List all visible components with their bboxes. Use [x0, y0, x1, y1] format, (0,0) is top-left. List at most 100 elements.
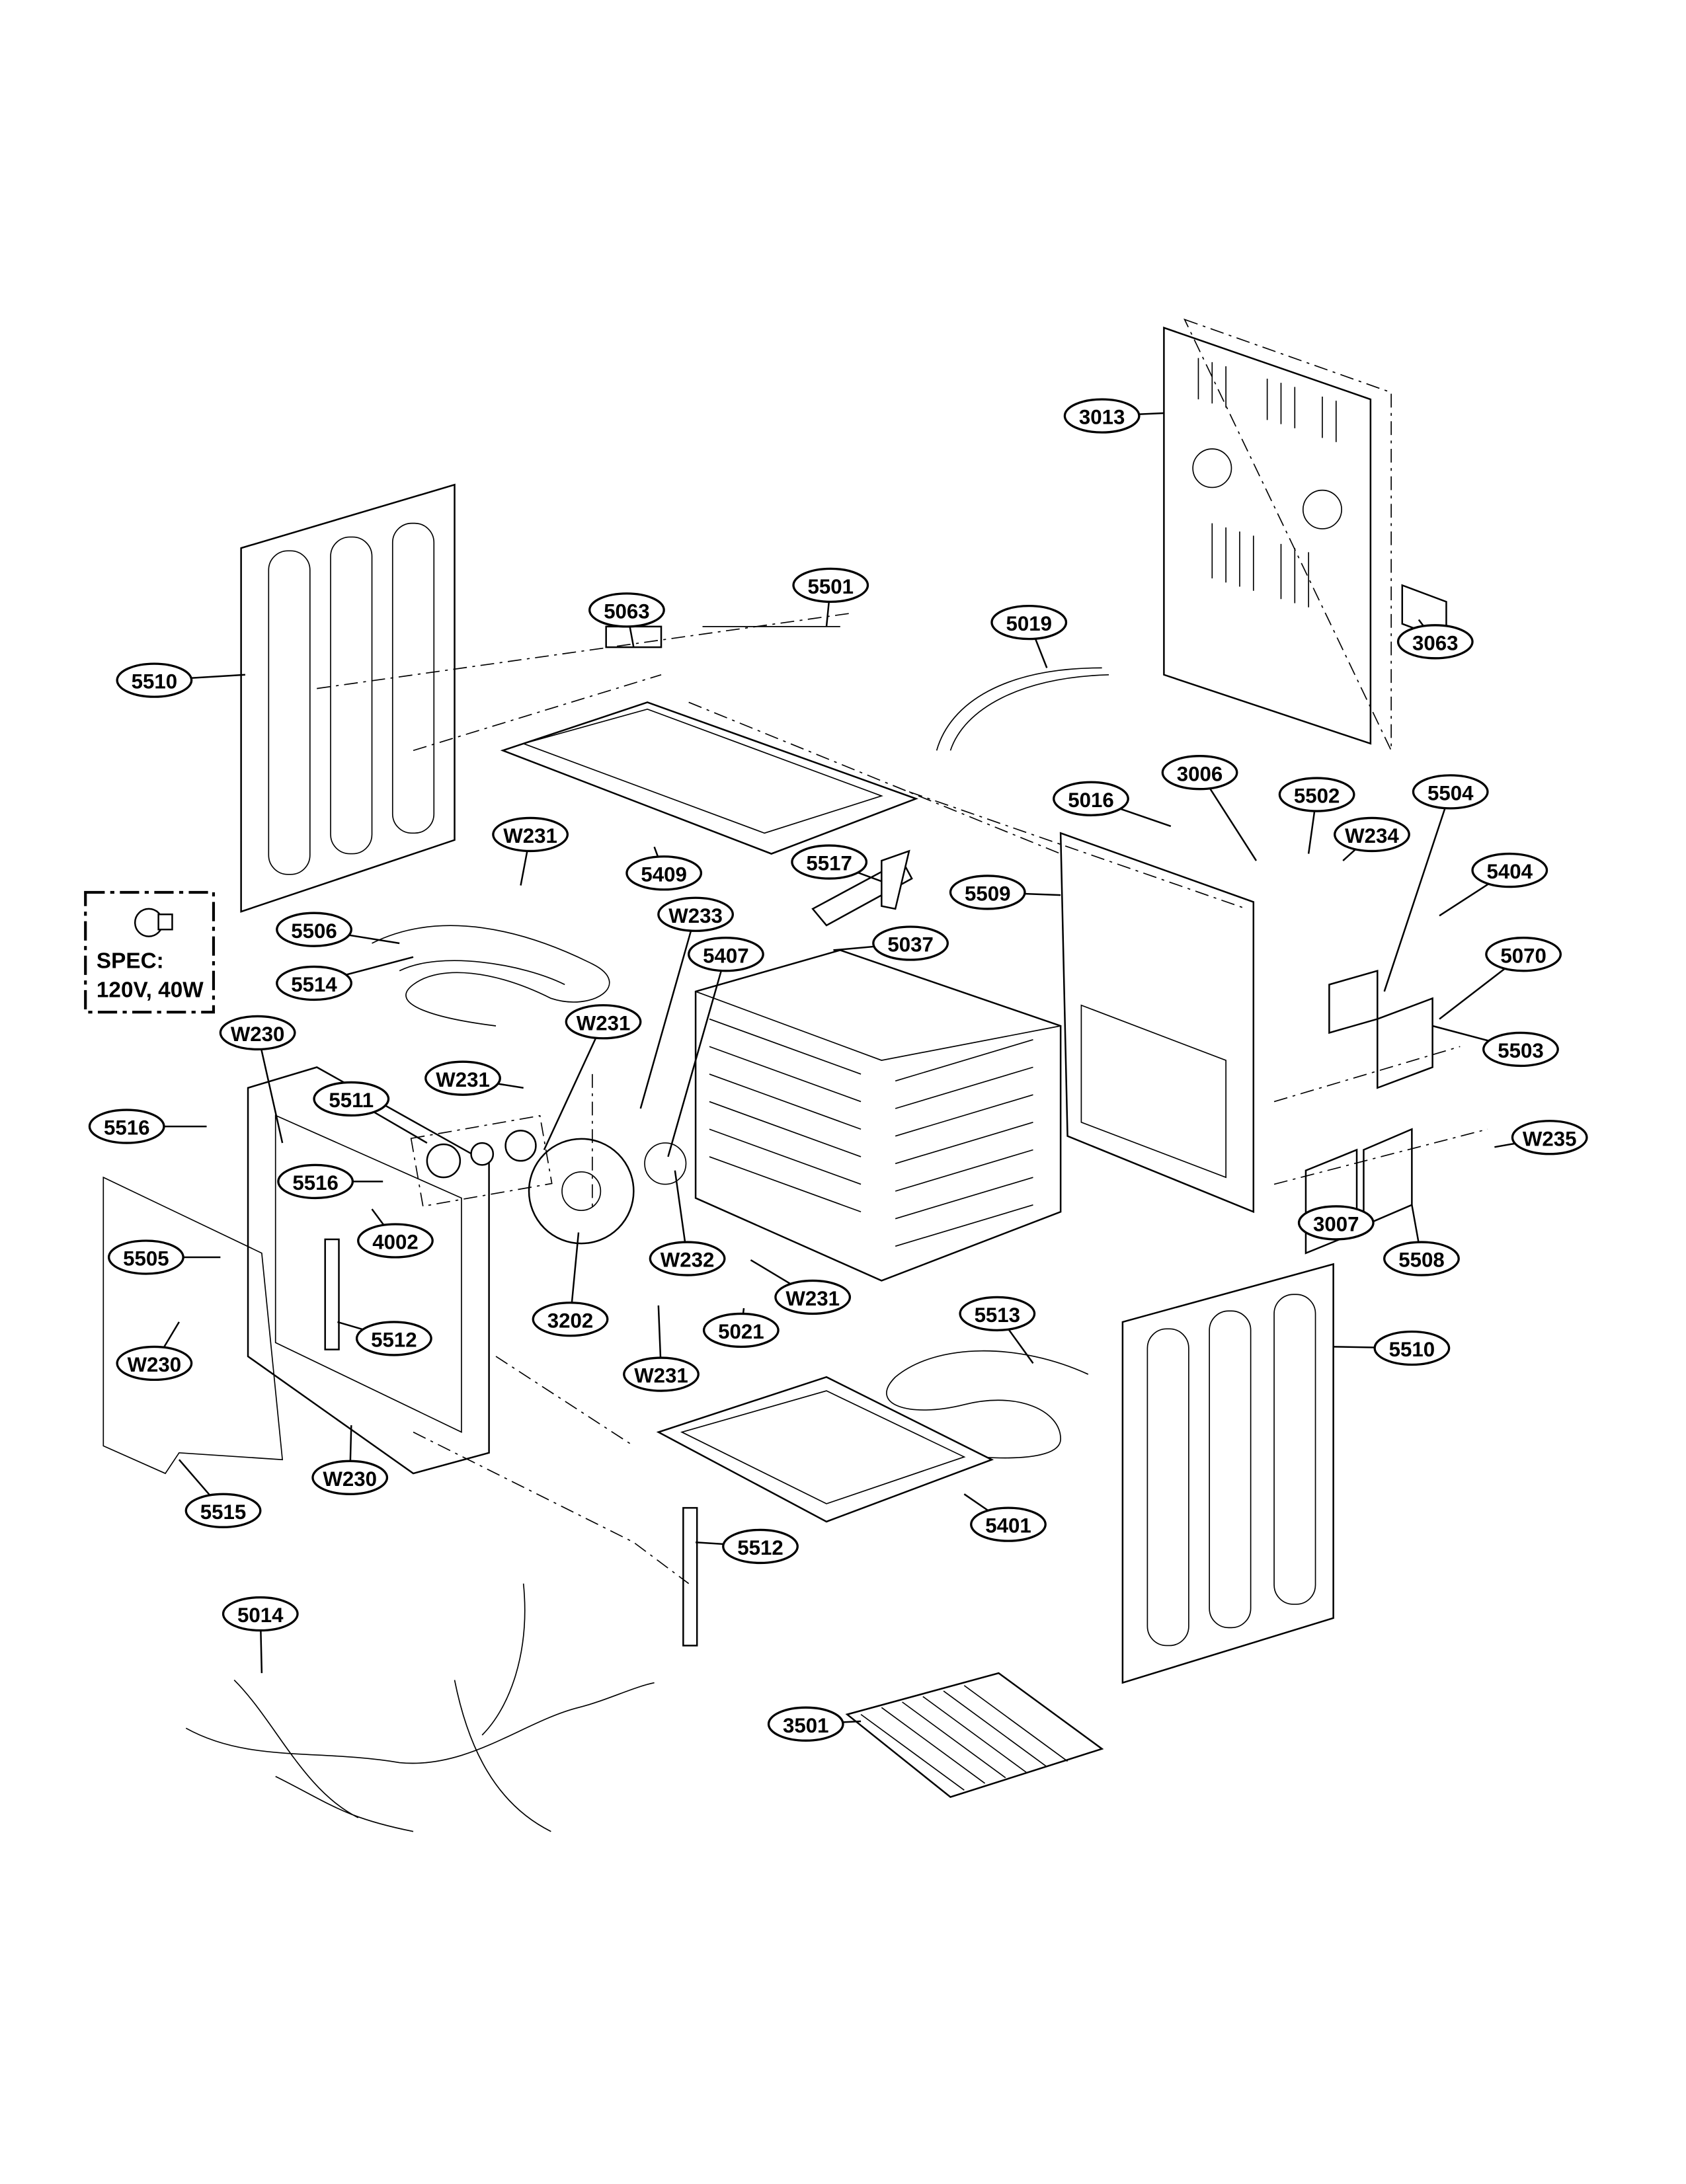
callout-W231: W231: [543, 1004, 642, 1151]
callout-W231: W231: [424, 1060, 524, 1096]
callout-bubble: [219, 1015, 296, 1051]
callout-text: 5502: [1294, 785, 1340, 808]
side-panel-right-5510: [1121, 1263, 1334, 1684]
callout-text: 3006: [1177, 762, 1223, 785]
callout-text: 5510: [132, 670, 177, 693]
leader-line: [667, 954, 727, 1157]
callout-text: 5501: [808, 575, 854, 598]
callout-text: 3007: [1313, 1212, 1359, 1235]
callout-bubble: [116, 1345, 193, 1382]
callout-5512: 5512: [337, 1321, 432, 1356]
callout-bubble: [625, 855, 703, 891]
callout-text: 5508: [1398, 1249, 1444, 1272]
callout-5506: 5506: [276, 912, 400, 947]
callout-text: 5037: [887, 933, 933, 956]
door-gasket-5515: [102, 1176, 284, 1475]
top-plate-5409: [500, 625, 919, 855]
callout-W235: W235: [1494, 1120, 1588, 1155]
callout-bubble: [588, 592, 665, 628]
bottom-tray-5401: [656, 1376, 994, 1523]
callout-text: 5016: [1068, 789, 1113, 812]
callout-text: 5401: [985, 1514, 1031, 1538]
callout-W234: W234: [1334, 816, 1410, 861]
callout-bubble: [357, 1223, 434, 1259]
callout-bubble: [116, 662, 193, 698]
callout-W230: W230: [116, 1321, 193, 1382]
callout-bubble: [657, 896, 735, 932]
callout-bubble: [623, 1356, 700, 1392]
callout-text: 5409: [641, 863, 686, 886]
callout-W233: W233: [639, 896, 735, 1109]
callout-5014: 5014: [221, 1596, 299, 1674]
broil-element-5506: [372, 925, 610, 1027]
callout-W231: W231: [750, 1259, 852, 1315]
callout-5504: 5504: [1383, 774, 1489, 992]
callout-text: W231: [634, 1364, 688, 1387]
callout-5407: 5407: [667, 937, 764, 1157]
callout-bubble: [649, 1241, 726, 1276]
callout-5510: 5510: [116, 662, 245, 698]
callout-bubble: [1396, 624, 1474, 660]
callout-text: 5514: [291, 973, 337, 996]
callout-bubble: [313, 1081, 390, 1117]
callout-bubble: [990, 604, 1068, 641]
callout-text: 5515: [200, 1501, 246, 1524]
callout-bubble: [355, 1321, 432, 1356]
callout-5511: 5511: [313, 1081, 428, 1144]
wire-harness-5014: [185, 1583, 655, 1832]
callout-bubble: [276, 965, 352, 1001]
callout-text: 5510: [1389, 1338, 1435, 1361]
callout-5517: 5517: [791, 844, 882, 882]
callout-text: W234: [1345, 824, 1399, 847]
callout-3007: 3007: [1297, 1205, 1375, 1241]
bake-element-5513: [886, 1350, 1089, 1459]
callout-W230: W230: [219, 1015, 296, 1144]
spec-label: SPEC:: [97, 949, 164, 974]
callout-5516: 5516: [88, 1109, 207, 1144]
callout-bubble: [872, 925, 949, 961]
parts-drawing: [102, 318, 1488, 1832]
callout-bubble: [88, 1109, 165, 1144]
callout-5514: 5514: [276, 956, 414, 1001]
callout-bubble: [1161, 755, 1238, 791]
callout-bubble: [792, 567, 869, 604]
convection-fan-3202: [528, 1138, 687, 1245]
callout-4002: 4002: [357, 1208, 434, 1259]
control-brackets: [1273, 970, 1488, 1255]
callout-3013: 3013: [1063, 398, 1164, 434]
callout-bubble: [1511, 1120, 1588, 1155]
callout-bubble: [1278, 777, 1355, 812]
callout-text: 5021: [718, 1320, 764, 1343]
callout-5509: 5509: [949, 875, 1061, 910]
callout-text: 5019: [1006, 612, 1051, 635]
callout-text: W232: [661, 1249, 715, 1272]
callout-text: 5512: [371, 1328, 417, 1351]
callout-text: W230: [231, 1023, 285, 1046]
callout-text: 5063: [604, 600, 649, 623]
callout-5503: 5503: [1432, 1025, 1559, 1068]
callout-5037: 5037: [833, 925, 949, 961]
callout-5505: 5505: [107, 1239, 221, 1275]
side-panel-left-5510: [240, 483, 456, 913]
callout-W231: W231: [623, 1305, 700, 1392]
callout-text: 4002: [372, 1231, 418, 1254]
callout-3501: 3501: [767, 1706, 862, 1742]
callout-bubble: [1412, 774, 1489, 810]
callout-bubble: [276, 912, 352, 947]
callout-3202: 3202: [532, 1232, 609, 1337]
callout-5409: 5409: [625, 846, 703, 891]
callout-text: W235: [1523, 1127, 1577, 1150]
callout-text: 5503: [1498, 1039, 1543, 1062]
callout-text: 5506: [291, 919, 337, 943]
callout-bubble: [959, 1296, 1036, 1332]
oven-rack-3501: [845, 1672, 1104, 1799]
callout-bubble: [767, 1706, 844, 1742]
callout-text: 5505: [123, 1247, 169, 1270]
callout-bubble: [949, 875, 1026, 910]
callout-text: W233: [668, 904, 723, 927]
harness-5019: [936, 667, 1109, 751]
front-frame: [247, 1066, 490, 1475]
callout-bubble: [1297, 1205, 1375, 1241]
callout-text: 3202: [547, 1309, 593, 1332]
